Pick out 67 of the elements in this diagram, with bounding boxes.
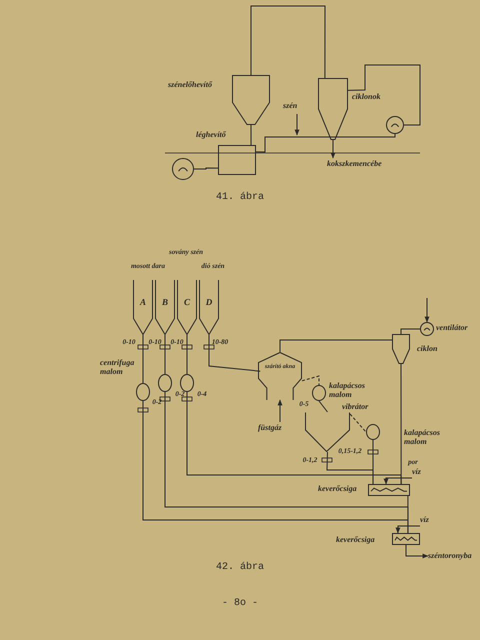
equipment-label: kalapácsos malom [404,428,441,446]
pipe-line [250,124,252,146]
storage-bunker [199,280,219,335]
flow-arrow [294,114,300,136]
equipment-label: szénelőhevítő [168,80,214,89]
pipe-line [302,375,320,386]
pipe-line [318,400,328,412]
storage-bunker [155,280,175,335]
bunker-letter: C [182,296,191,309]
mill-symbol [312,385,326,401]
fan-symbol [386,116,404,134]
stream-label: széntoronyba [428,550,472,562]
mill-symbol [180,374,194,392]
mill-symbol [158,374,172,392]
pipe-line [400,328,420,334]
stream-label: szén [283,100,298,112]
pipe-line [407,496,408,534]
equipment-label: kalapácsos malom [329,381,366,399]
pipe-line [250,6,326,78]
bunker-letter: D [204,296,214,309]
stream-label: kokszkemencébe [327,158,382,170]
stream-label: víz [420,514,429,526]
pipe-line [350,414,366,432]
flow-arrow [278,399,282,422]
cyclone-symbol [392,334,410,364]
fan-symbol [420,322,434,336]
pipe-line [208,334,261,372]
equipment-label: keverőcsiga [336,535,376,544]
stream-label: füstgáz [258,422,282,434]
equipment-label: centrifuga malom [100,358,136,376]
bunker-letter: B [160,296,169,309]
equipment-label: ventilátor [436,323,469,332]
pipe-line [348,64,420,126]
equipment-label: vibrátor [342,402,370,411]
pipe-line [280,340,392,352]
figure-caption: - 8o - [220,597,259,611]
pipe-line [142,334,144,384]
pipe-line [186,334,188,374]
heater-box [218,145,256,175]
storage-bunker [133,280,153,335]
pipe-line [400,364,402,484]
flow-arrow [396,526,420,534]
stream-label: víz [412,466,421,478]
equipment-label: ciklonok [352,92,382,101]
bunker-letter: A [138,296,147,309]
mill-symbol [366,424,380,440]
figure-caption: 42. ábra [214,560,265,575]
drying-shaft [258,352,302,400]
pipe-line [372,440,374,484]
preheater-hopper [232,75,270,125]
pipe-line [164,334,166,374]
pipe-line [256,134,396,152]
equipment-label: ciklon [417,344,438,353]
flow-arrow [330,140,336,159]
fan-symbol [172,158,194,180]
flow-arrow [424,298,430,323]
screw-mixer [368,484,410,496]
mill-symbol [136,383,150,401]
flow-arrow [384,478,412,485]
figure-caption: 41. ábra [214,190,265,205]
equipment-label: léghevítő [196,130,227,139]
screw-mixer [392,533,420,545]
equipment-label: keverőcsiga [318,484,358,493]
flow-arrow [406,544,429,558]
pipe-line [194,168,218,170]
storage-bunker [177,280,197,335]
cyclone-symbol [318,78,348,140]
